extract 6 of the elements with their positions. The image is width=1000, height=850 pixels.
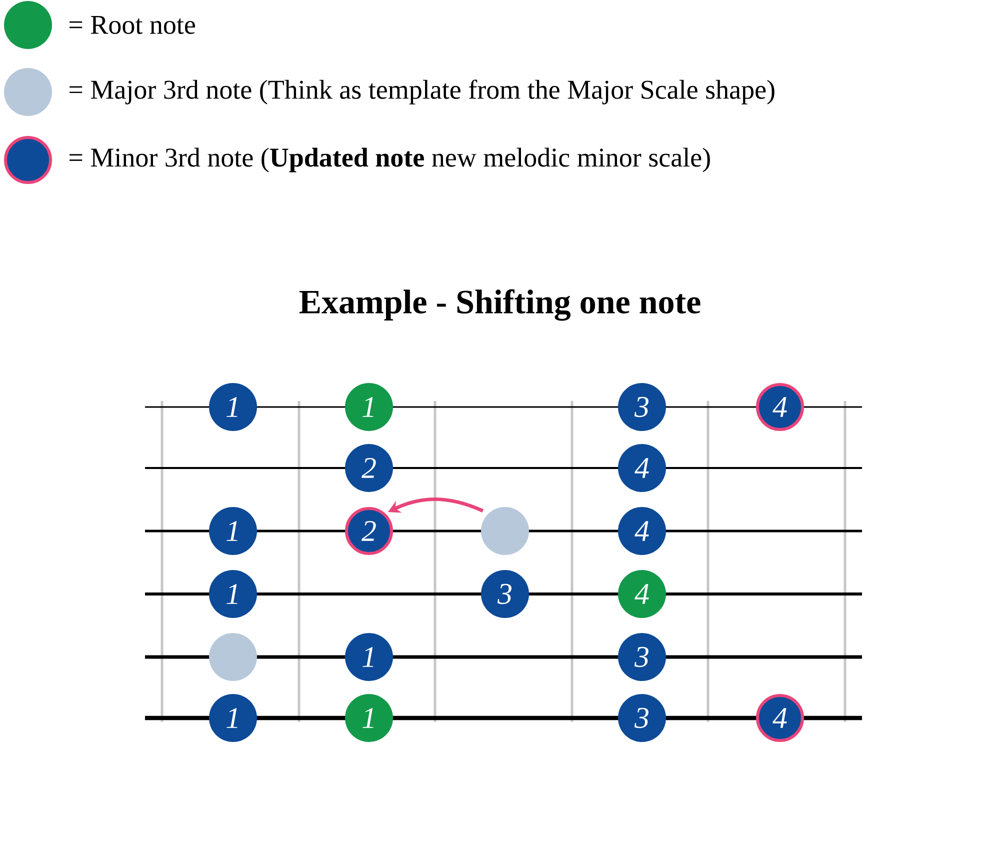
legend-text: = Minor 3rd note (Updated note new melodic minor scale) [70,148,710,172]
title: Example - Shifting one note [299,289,700,321]
empty-note-circle [209,633,257,681]
empty-note-circle [481,507,529,555]
legend-text: = Root note [70,16,196,34]
legend-text: = Major 3rd note (Think as template from the Major Scale shape) [70,80,774,104]
